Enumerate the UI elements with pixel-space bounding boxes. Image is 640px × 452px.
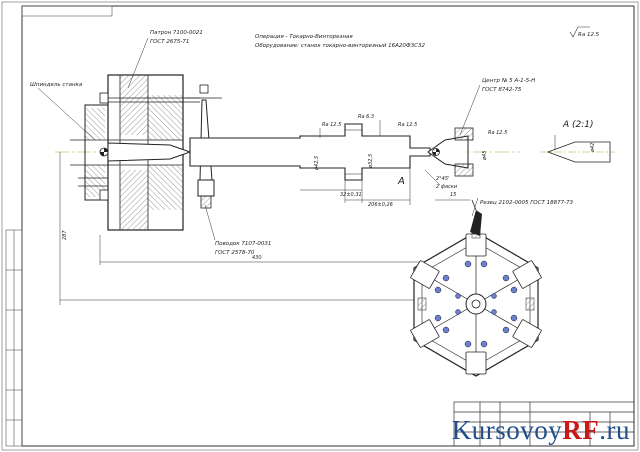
top-stamp (21, 5, 113, 17)
roughness-symbol (569, 26, 590, 38)
label-driving-pin: Поводок 7107-0031 (215, 241, 271, 247)
title-block (453, 401, 635, 447)
watermark-part-3: .ru (599, 415, 630, 445)
turret-head (410, 231, 542, 377)
sheet-frame (21, 5, 635, 447)
operation-line-2: Оборудование: станок токарно-винторезный… (255, 43, 425, 49)
label-center: Центр № 5 А-1-5-Н (482, 78, 535, 84)
view-a-label: А (397, 176, 405, 187)
rough-2: Ra 6.3 (358, 114, 374, 120)
cutting-tool (470, 199, 482, 236)
watermark-logo: KursovoyRF.ru (452, 415, 630, 446)
label-center-std: ГОСТ 8742-75 (482, 87, 522, 93)
detail-a-drawing (540, 135, 615, 163)
rough-1: Ra 12.5 (322, 122, 341, 128)
left-margin-stamp (5, 229, 23, 447)
spindle (70, 104, 109, 201)
dim-len-3: 430 (252, 255, 262, 261)
chuck (99, 74, 200, 231)
general-roughness: Ra 12.5 (578, 32, 600, 38)
dimension-lines (59, 120, 470, 305)
watermark-part-1: Kursovoy (451, 415, 563, 445)
rough-3: Ra 12.5 (398, 122, 417, 128)
dim-len-5: 15 (450, 192, 456, 198)
dim-len-2: 206±0,26 (368, 202, 393, 208)
spindle-center (99, 142, 192, 162)
dim-chamfer: 2°45' (436, 176, 449, 182)
detail-a-label: А (2:1) (562, 120, 594, 130)
watermark-part-2: RF (562, 415, 600, 445)
leader-lines (37, 37, 481, 241)
tailstock-center (427, 127, 474, 177)
dim-len-4: 287 (62, 230, 68, 240)
rough-4: Ra 12.5 (488, 130, 507, 136)
label-chuck: Патрон 7100-0021 (150, 30, 203, 36)
dim-d-right: ø45 (482, 151, 488, 161)
label-cutter: Резец 2102-0005 ГОСТ 18877-73 (480, 200, 574, 206)
label-driving-pin-std: ГОСТ 2578-70 (215, 250, 255, 256)
operation-line-1: Операция - Токарно-Винторезная (255, 34, 353, 40)
label-chuck-std: ГОСТ 2675-71 (150, 39, 189, 45)
workpiece (189, 123, 431, 181)
label-spindle: Шпиндель станка (30, 82, 83, 88)
dim-chamfer-2: 2 фаски (436, 184, 458, 190)
dim-d-mid: ø32,5 (368, 154, 374, 169)
dim-len-1: 32±0,31 (340, 192, 362, 198)
dim-d-detail: ø42 (590, 143, 596, 153)
dim-d-left: ø42,5 (314, 156, 320, 171)
